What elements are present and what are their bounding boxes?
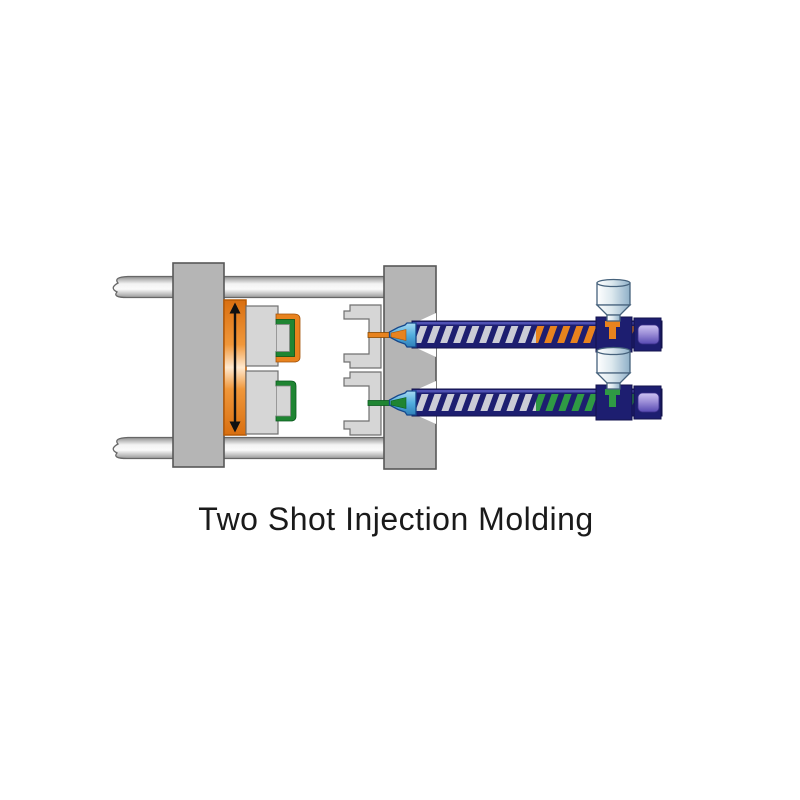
moving-platen [172, 262, 225, 468]
core-half [245, 305, 301, 435]
core-pin-upper [276, 324, 290, 352]
molded-part-first-shot [275, 380, 297, 422]
cavity-half [343, 304, 382, 436]
index-direction-arrow [229, 302, 241, 433]
tie-bar-bottom [112, 436, 388, 460]
hoppers [595, 278, 632, 390]
hopper-green-material [595, 346, 632, 390]
part-layer-green [275, 380, 297, 422]
injection-barrel-green [388, 384, 663, 421]
cavity-plate-upper [343, 304, 382, 369]
hopper-orange-material [595, 278, 632, 322]
tie-bar-top [112, 275, 388, 299]
sprue-green [367, 400, 393, 406]
core-block-upper [245, 305, 279, 367]
part-layer-orange [275, 313, 301, 363]
core-block-lower [245, 370, 279, 435]
nozzle-melt-cone-green [390, 397, 407, 409]
barrel-highlight [413, 390, 661, 393]
fixed-platen [383, 265, 437, 470]
screw-flights [416, 394, 636, 411]
molded-part-second-shot [275, 313, 301, 363]
cavity-plate-lower [343, 371, 382, 436]
two-shot-injection-molding-diagram [112, 262, 663, 470]
core-pin-lower [276, 385, 291, 417]
screw-shank [637, 392, 660, 413]
rotary-index-plate [223, 299, 247, 436]
figure-caption: Two Shot Injection Molding [198, 501, 594, 537]
screw-flights [416, 326, 636, 343]
feed-material-green [605, 389, 620, 407]
barrel-highlight [413, 322, 661, 325]
sprue-orange [367, 332, 393, 338]
injection-barrel-orange [388, 316, 663, 353]
feed-material-orange [605, 321, 620, 339]
nozzle-melt-cone-orange [390, 329, 407, 341]
screw-shank [637, 324, 660, 345]
